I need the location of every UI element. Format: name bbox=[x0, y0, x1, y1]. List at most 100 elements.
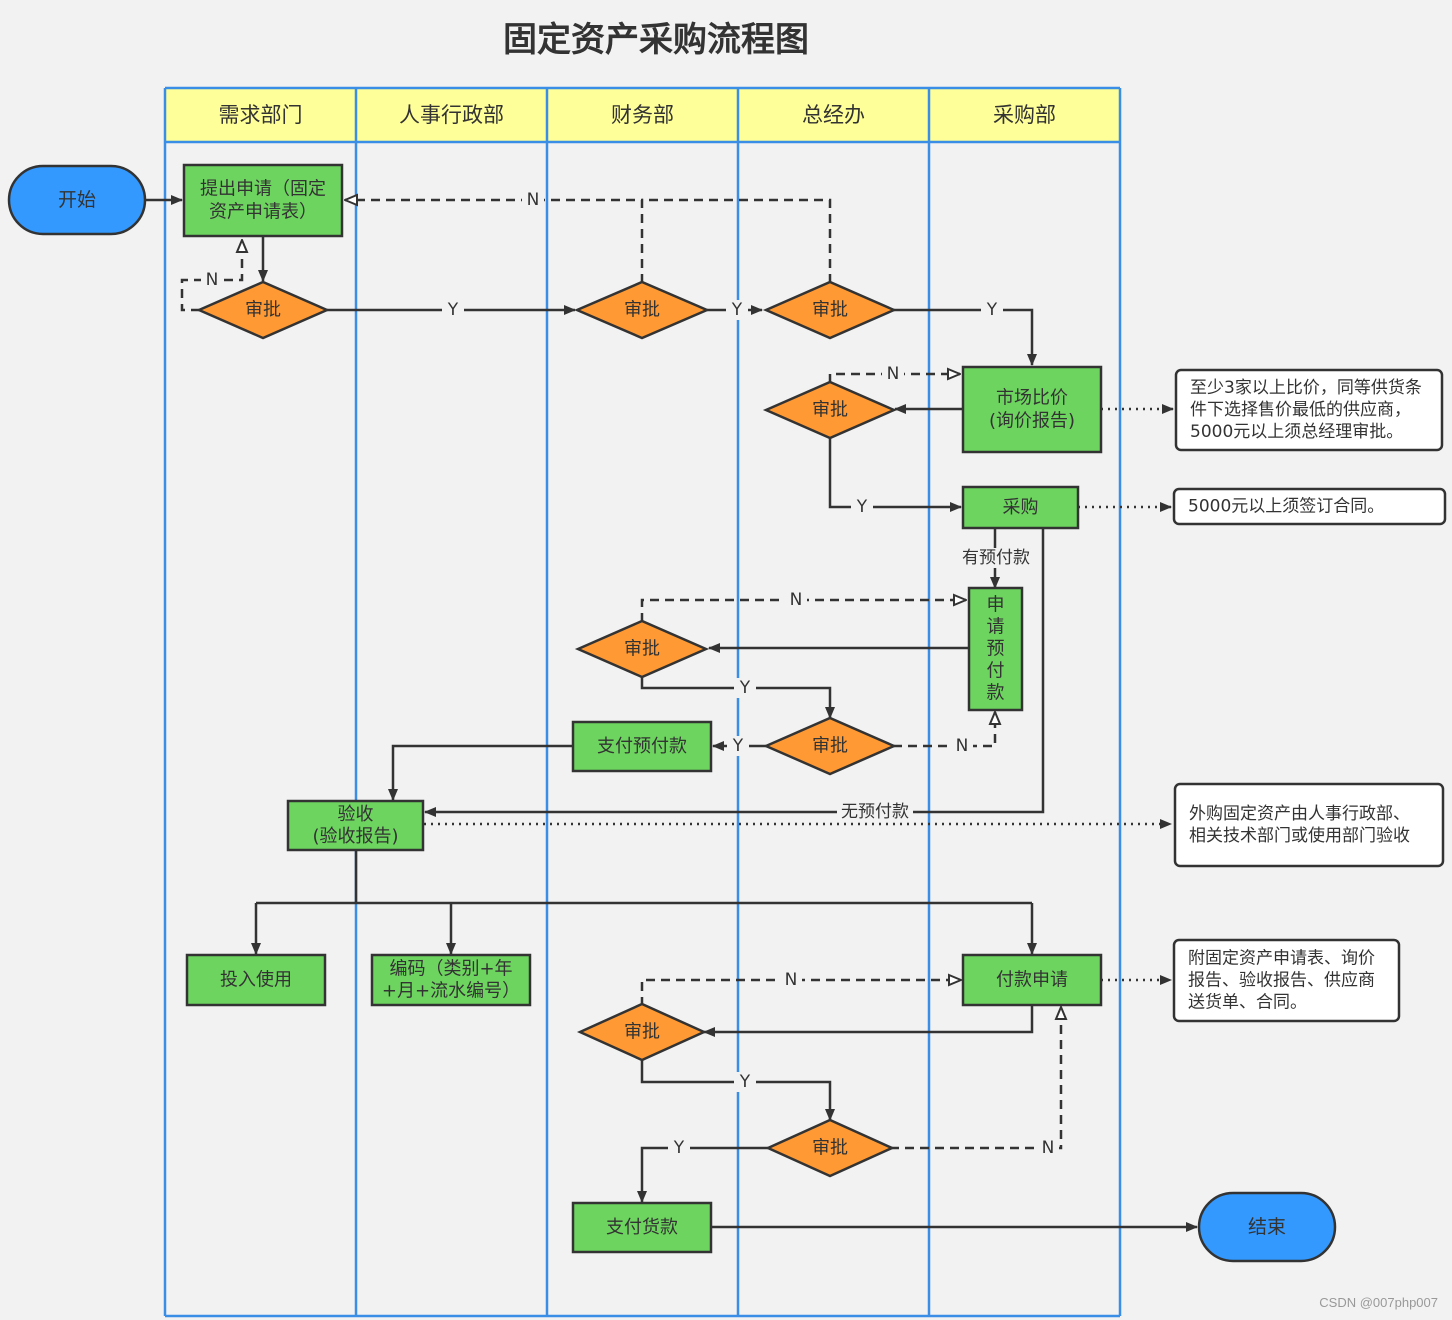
market-compare-process bbox=[961, 365, 1103, 454]
connector-pay-gm-reject bbox=[890, 1007, 1061, 1150]
connector-label-bg bbox=[727, 736, 749, 756]
connector-label-bg bbox=[958, 548, 1034, 568]
connector-label-bg bbox=[785, 590, 807, 610]
payment-apply-process bbox=[961, 953, 1103, 1007]
approve-decision-pay-gm bbox=[764, 1118, 896, 1178]
approve-decision-dept-label: 审批 bbox=[245, 300, 281, 321]
coding-process-label: +月+流水编号） bbox=[382, 981, 520, 1002]
approve-decision-pay-finance-label: 审批 bbox=[624, 1022, 660, 1043]
pay-goods-process-label: 支付货款 bbox=[606, 1217, 678, 1238]
prepay-apply-process-label: 预 bbox=[987, 639, 1005, 660]
apply-process bbox=[182, 163, 344, 238]
market-note bbox=[1174, 368, 1444, 452]
market-compare-process-label: (询价报告) bbox=[989, 411, 1075, 432]
acceptance-note-text: 外购固定资产由人事行政部、 bbox=[1189, 804, 1410, 824]
lane-header-label: 财务部 bbox=[611, 103, 674, 127]
connector-finance-reject bbox=[345, 200, 644, 283]
connector-label-bg bbox=[442, 300, 464, 320]
approve-decision-prepay-gm bbox=[762, 716, 898, 776]
label-yes: Y bbox=[673, 1138, 685, 1158]
payment-note-text: 附固定资产申请表、询价 bbox=[1188, 949, 1375, 969]
label-no: N bbox=[956, 736, 969, 756]
connector-pay-finance-reject bbox=[640, 980, 961, 1006]
coding-process-label: 编码（类别+年 bbox=[389, 959, 512, 980]
connector-label-bg bbox=[734, 678, 756, 698]
acceptance-note-text: 相关技术部门或使用部门验收 bbox=[1189, 825, 1410, 846]
label-no: N bbox=[206, 270, 219, 290]
lane-header-band bbox=[165, 88, 1120, 142]
lane-header-label: 采购部 bbox=[993, 103, 1056, 127]
connector-approve-to-purchase bbox=[828, 437, 962, 512]
watermark: CSDN @007php007 bbox=[1319, 1295, 1438, 1310]
approve-decision-finance bbox=[573, 280, 711, 340]
pay-prepay-process-label: 支付预付款 bbox=[597, 736, 687, 757]
approve-decision-dept bbox=[195, 280, 331, 340]
connector-prepay-finance-reject bbox=[640, 600, 966, 622]
start-terminal bbox=[7, 164, 147, 236]
connector-label-bg bbox=[726, 300, 748, 320]
apply-process-label: 资产申请表） bbox=[209, 202, 317, 223]
label-no: N bbox=[887, 364, 900, 384]
approve-decision-market-label: 审批 bbox=[812, 400, 848, 421]
connector-label-bg bbox=[734, 1072, 756, 1092]
connector-label-bg bbox=[882, 364, 904, 384]
label-yes: Y bbox=[856, 497, 868, 517]
label-no: N bbox=[527, 190, 540, 210]
connector-pay-to-accept bbox=[388, 744, 573, 801]
approve-decision-gm bbox=[762, 280, 898, 340]
label-has-prepay: 有预付款 bbox=[962, 548, 1030, 568]
acceptance-process-label: (验收报告) bbox=[312, 826, 398, 847]
approve-decision-finance-label: 审批 bbox=[624, 300, 660, 321]
market-note-text: 至少3家以上比价，同等供货条 bbox=[1190, 378, 1422, 398]
label-yes: Y bbox=[986, 300, 998, 320]
purchase-note bbox=[1172, 487, 1447, 526]
connector-pay-apply-to-finance bbox=[703, 1005, 1034, 1037]
prepay-apply-process-label: 请 bbox=[987, 617, 1005, 638]
payment-note bbox=[1172, 938, 1401, 1023]
acceptance-process-label: 验收 bbox=[338, 804, 374, 825]
connector-label-bg bbox=[201, 270, 223, 290]
acceptance-note bbox=[1173, 782, 1445, 868]
connector-label-bg bbox=[981, 300, 1003, 320]
prepay-apply-process bbox=[967, 586, 1024, 712]
end-terminal-label: 结束 bbox=[1248, 1216, 1286, 1238]
purchase-process bbox=[961, 485, 1080, 530]
approve-decision-prepay-finance-label: 审批 bbox=[624, 639, 660, 660]
label-yes: Y bbox=[731, 300, 743, 320]
connector-prepay-gm-reject bbox=[893, 712, 995, 748]
connector-label-bg bbox=[1037, 1138, 1059, 1158]
coding-process bbox=[370, 953, 532, 1007]
connector-label-bg bbox=[951, 736, 973, 756]
approve-decision-prepay-finance bbox=[574, 619, 710, 679]
market-note-text: 件下选择售价最低的供应商， bbox=[1190, 400, 1411, 420]
prepay-apply-process-label: 申 bbox=[987, 595, 1005, 616]
connector-label-bg bbox=[668, 1138, 690, 1158]
connector-gm-to-market bbox=[893, 308, 1037, 366]
lane-header-label: 总经办 bbox=[802, 103, 865, 127]
lane-header-label: 人事行政部 bbox=[399, 103, 504, 127]
pay-goods-process bbox=[571, 1201, 713, 1254]
connector-approve1-reject bbox=[180, 240, 242, 312]
start-terminal-label: 开始 bbox=[58, 189, 96, 211]
market-compare-process-label: 市场比价 bbox=[996, 388, 1068, 409]
put-into-use-process-label: 投入使用 bbox=[220, 970, 292, 991]
connector-purchase-to-accept bbox=[424, 528, 1045, 817]
connector-market-approve-reject bbox=[828, 374, 960, 383]
label-yes: Y bbox=[447, 300, 459, 320]
market-note-text: 5000元以上须总经理审批。 bbox=[1190, 422, 1403, 442]
payment-note-text: 送货单、合同。 bbox=[1188, 993, 1307, 1013]
end-terminal bbox=[1197, 1191, 1337, 1263]
purchase-process-label: 采购 bbox=[1003, 497, 1039, 518]
label-no: N bbox=[1042, 1138, 1055, 1158]
approve-decision-pay-gm-label: 审批 bbox=[812, 1138, 848, 1159]
prepay-apply-process-label: 款 bbox=[987, 683, 1005, 704]
connector-label-bg bbox=[780, 970, 802, 990]
approve-decision-market bbox=[762, 380, 898, 440]
approve-decision-gm-label: 审批 bbox=[812, 300, 848, 321]
payment-note-text: 报告、验收报告、供应商 bbox=[1188, 971, 1375, 991]
label-no: N bbox=[790, 590, 803, 610]
label-yes: Y bbox=[739, 1072, 751, 1092]
acceptance-process bbox=[286, 799, 425, 852]
connector-gm-reject bbox=[642, 198, 832, 283]
approve-decision-pay-finance bbox=[576, 1002, 708, 1062]
